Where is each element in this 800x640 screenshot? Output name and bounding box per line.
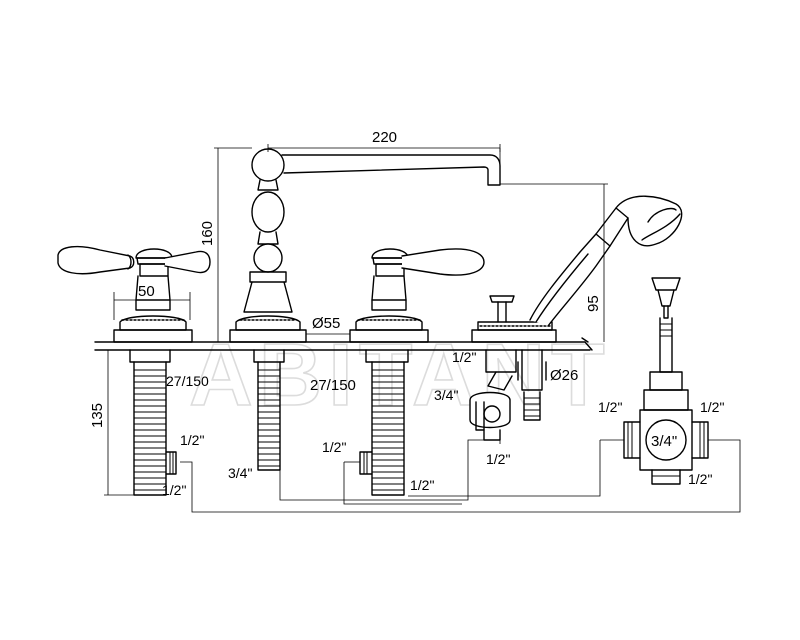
dim-shank-left: 27/150 — [166, 373, 209, 389]
conn-left-side: 1/2" — [180, 432, 204, 448]
diverter-and-shower-holder — [469, 295, 557, 441]
spout — [229, 148, 501, 471]
watermark-text: ABITANT — [189, 325, 611, 424]
conn-mid-side: 1/2" — [322, 439, 346, 455]
left-handle-valve — [57, 245, 211, 496]
conn-valve-center: 3/4" — [651, 433, 677, 450]
dim-shank-mid: 27/150 — [310, 377, 356, 394]
dim-spout-reach: 220 — [372, 129, 397, 146]
dim-handle-width: 50 — [138, 283, 155, 300]
conn-valve-left: 1/2" — [598, 399, 622, 415]
conn-diverter-bottom: 1/2" — [486, 451, 510, 467]
hand-shower — [529, 195, 683, 327]
dim-under-deck: 135 — [89, 403, 106, 428]
dim-hose-diameter: Ø26 — [550, 367, 578, 384]
conn-mid-bottom: 1/2" — [410, 477, 434, 493]
dimension-lines — [104, 144, 608, 496]
conn-spout-bottom: 3/4" — [228, 465, 252, 481]
dim-shower-height: 95 — [585, 295, 602, 312]
conn-diverter-top: 1/2" — [452, 349, 476, 365]
dim-spout-height: 160 — [199, 221, 216, 246]
dimension-labels: 220 160 95 50 Ø55 Ø26 135 27/150 27/150 … — [89, 129, 724, 498]
conn-left-bottom: 1/2" — [162, 482, 186, 498]
dim-base-diameter: Ø55 — [312, 315, 340, 332]
right-handle-valve — [349, 248, 485, 496]
conn-valve-right: 1/2" — [700, 399, 724, 415]
conn-valve-bottom: 1/2" — [688, 471, 712, 487]
conn-diverter-side: 3/4" — [434, 387, 458, 403]
mixing-valve — [623, 277, 709, 485]
connection-lines — [180, 439, 741, 513]
